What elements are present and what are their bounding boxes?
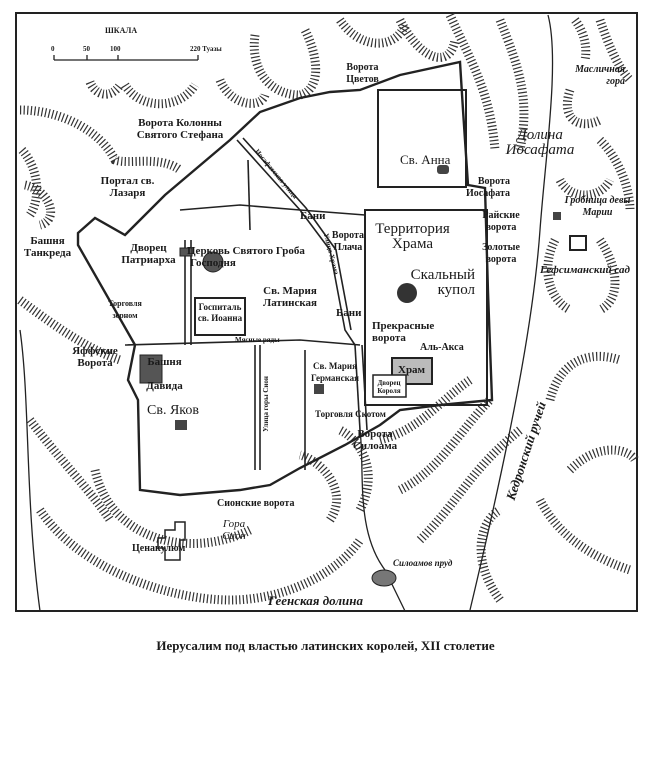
label-tower-david: Башня Давида — [146, 356, 183, 392]
label-st-mary-latin: Св. Мария Латинская — [263, 285, 317, 309]
label-royal-palace: Дворец Короля — [377, 379, 401, 395]
label-cenacle: Ценакулюм — [132, 543, 186, 554]
temple-mount-wall — [364, 209, 488, 406]
tomb-mary-church — [553, 212, 561, 220]
label-holy-sepulchre: Церковь Святого Гроба Господня — [187, 245, 305, 269]
label-gehenna: Геенская долина — [268, 593, 363, 608]
label-st-anne: Св. Анна — [400, 152, 451, 167]
dome-of-rock — [397, 283, 417, 303]
label-hospital: Госпиталь св. Иоанна — [197, 302, 243, 323]
label-gate-siloam: Ворота Силоама — [352, 428, 398, 452]
map-caption: Иерусалим под властью латинских королей,… — [156, 638, 495, 653]
royal-palace — [372, 374, 407, 398]
label-gethsemane: Гефсиманский сад — [540, 264, 630, 276]
st-james-church — [175, 420, 187, 430]
label-market-grain: Торговля зерном — [108, 299, 142, 320]
scale-tick-0: 0 — [51, 45, 55, 53]
label-mount-zion: Гора Сион — [222, 518, 246, 542]
label-baths-2: Бани — [336, 307, 362, 319]
label-tomb-mary: Гробница девы Марии — [564, 195, 631, 218]
label-meat-row: Мясные ряды — [235, 336, 280, 344]
label-jaffa-gate: Яффские Ворота — [72, 345, 118, 369]
scale-tick-100: 100 — [110, 45, 121, 53]
label-st-james: Св. Яков — [147, 403, 199, 418]
label-gate-stephen: Ворота Колонны Святого Стефана — [136, 117, 224, 141]
label-valley-jehoshaphat: Долина Иосафата — [505, 127, 575, 158]
valley-lines — [19, 14, 554, 612]
label-gate-jehoshaphat: Ворота Иосафата — [465, 176, 510, 199]
label-al-aqsa: Аль-Акса — [420, 342, 464, 353]
label-olives: Масличная гора — [575, 64, 625, 87]
label-gate-flowers: Ворота Цветов — [346, 62, 379, 85]
label-paradise-gate: Райские ворота — [482, 210, 520, 233]
buildings-hatched — [139, 247, 224, 384]
label-temple-territory: Территория Храма — [375, 221, 450, 252]
city-wall — [76, 60, 494, 497]
streets — [124, 137, 368, 470]
label-street-zion: Улица горы Сион — [261, 376, 270, 432]
gethsemane-church — [569, 235, 587, 251]
st-mary-german-church — [314, 384, 324, 394]
label-patriarch-palace: Дворец Патриарха — [121, 242, 176, 266]
label-golden-gate: Золотые ворота — [482, 242, 520, 265]
label-market-cattle: Торговля Скотом — [315, 409, 386, 419]
map-frame — [15, 12, 638, 612]
label-tower-tancred: Башня Танкреда — [23, 235, 72, 259]
cenacle — [157, 521, 186, 561]
label-zion-gate: Сионские ворота — [217, 498, 295, 509]
label-dome-rock: Скальный купол — [410, 267, 475, 298]
label-temple: Храм — [398, 364, 426, 376]
scale-title: ШКАЛА — [105, 26, 138, 35]
st-anne-church — [437, 165, 449, 174]
label-st-mary-german: Св. Мария Германская — [310, 361, 360, 383]
label-beautiful-gate: Прекрасные ворота — [372, 320, 435, 344]
scale-tick-220: 220 Туазы — [190, 45, 222, 53]
label-baths-1: Бани — [300, 210, 326, 222]
scale-tick-50: 50 — [83, 45, 90, 53]
hospital-building — [194, 297, 246, 336]
label-siloam-pool: Силоамов пруд — [393, 558, 453, 568]
label-gate-weeping: Ворота Плача — [331, 230, 365, 253]
st-anne-wall — [377, 89, 467, 188]
hills-hachure — [17, 13, 640, 605]
siloam-pool — [371, 569, 397, 587]
label-portal-lazarus: Портал св. Лазаря — [100, 175, 155, 199]
scale-bar — [53, 55, 199, 61]
